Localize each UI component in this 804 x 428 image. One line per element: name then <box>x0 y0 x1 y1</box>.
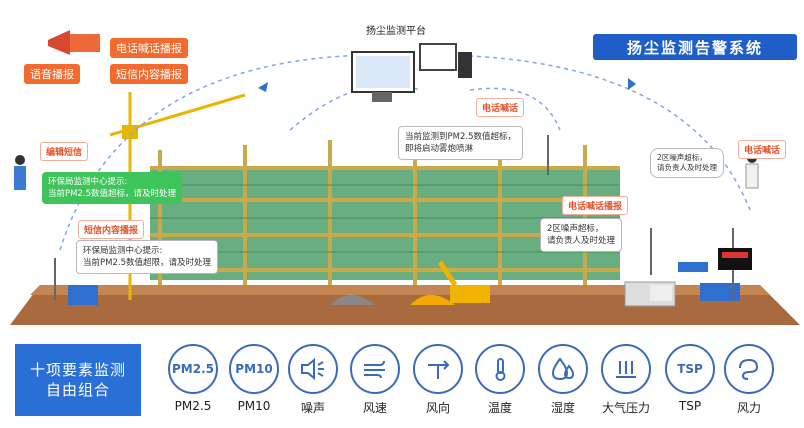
pressure-icon <box>601 344 651 394</box>
construction-scene: 扬尘监测告警系统 扬尘监测平台 电话喊话播报 语音播报 短信内容播报 编辑短信 … <box>10 26 800 325</box>
item-label: 风力 <box>736 401 761 415</box>
noise-alert-bubble: 2区噪声超标， 请负责人及时处理 <box>540 218 623 252</box>
mid-alert-bubble: 当前监测到PM2.5数值超标， 即将启动雾炮喷淋 <box>398 126 523 160</box>
panel-line2: 自由组合 <box>45 381 110 399</box>
platform-label: 扬尘监测平台 <box>366 26 426 37</box>
item-label: TSP <box>678 399 702 413</box>
chip-edit-sms: 编辑短信 <box>40 142 89 161</box>
item-label: 湿度 <box>550 401 575 415</box>
chip-sms-content-broadcast: 短信内容播报 <box>78 220 145 239</box>
item-tsp: TSP TSP <box>660 344 720 413</box>
item-wind-direction: 风向 <box>408 344 468 416</box>
item-noise: 噪声 <box>283 344 343 416</box>
chip-sms-broadcast: 短信内容播报 <box>110 64 188 84</box>
tsp-icon: TSP <box>665 344 715 394</box>
ten-elements-panel: 十项要素监测 自由组合 <box>15 344 141 416</box>
chip-phone-call-mid: 电话喊话 <box>476 98 525 117</box>
item-label: 温度 <box>487 401 512 415</box>
item-pm25: PM2.5 PM2.5 <box>163 344 223 413</box>
item-pressure: 大气压力 <box>596 344 656 416</box>
item-wind-force: 风力 <box>719 344 779 416</box>
item-humidity: 湿度 <box>533 344 593 416</box>
temperature-icon <box>475 344 525 394</box>
pm25-icon: PM2.5 <box>168 344 218 394</box>
chip-phone-broadcast: 电话喊话播报 <box>110 38 188 58</box>
item-wind-speed: 风速 <box>345 344 405 416</box>
humidity-icon <box>538 344 588 394</box>
pm10-icon: PM10 <box>229 344 279 394</box>
item-label: PM10 <box>237 399 271 413</box>
green-notice-bubble: 环保局监测中心提示: 当前PM2.5数值超标，请及时处理 <box>42 172 182 204</box>
white-notice-bubble: 环保局监测中心提示: 当前PM2.5数值超限，请及时处理 <box>76 240 218 274</box>
wind-speed-icon <box>350 344 400 394</box>
panel-line1: 十项要素监测 <box>29 361 126 379</box>
item-label: PM2.5 <box>174 399 212 413</box>
item-label: 大气压力 <box>601 401 650 415</box>
item-temperature: 温度 <box>470 344 530 416</box>
noise-icon <box>288 344 338 394</box>
wind-force-icon <box>724 344 774 394</box>
item-label: 风速 <box>362 401 387 415</box>
chip-phone-broadcast-mid: 电话喊话播报 <box>562 196 629 215</box>
chip-phone-call-right: 电话喊话 <box>738 140 787 159</box>
wind-direction-icon <box>413 344 463 394</box>
elements-row: 十项要素监测 自由组合 PM2.5 PM2.5 PM10 PM10 噪声 风速 … <box>0 334 804 428</box>
chip-voice-broadcast: 语音播报 <box>24 64 80 84</box>
system-title: 扬尘监测告警系统 <box>593 34 797 60</box>
phone-noise-bubble: 2区噪声超标， 请负责人及时处理 <box>650 148 724 178</box>
item-label: 风向 <box>425 401 450 415</box>
item-pm10: PM10 PM10 <box>224 344 284 413</box>
item-label: 噪声 <box>300 401 325 415</box>
